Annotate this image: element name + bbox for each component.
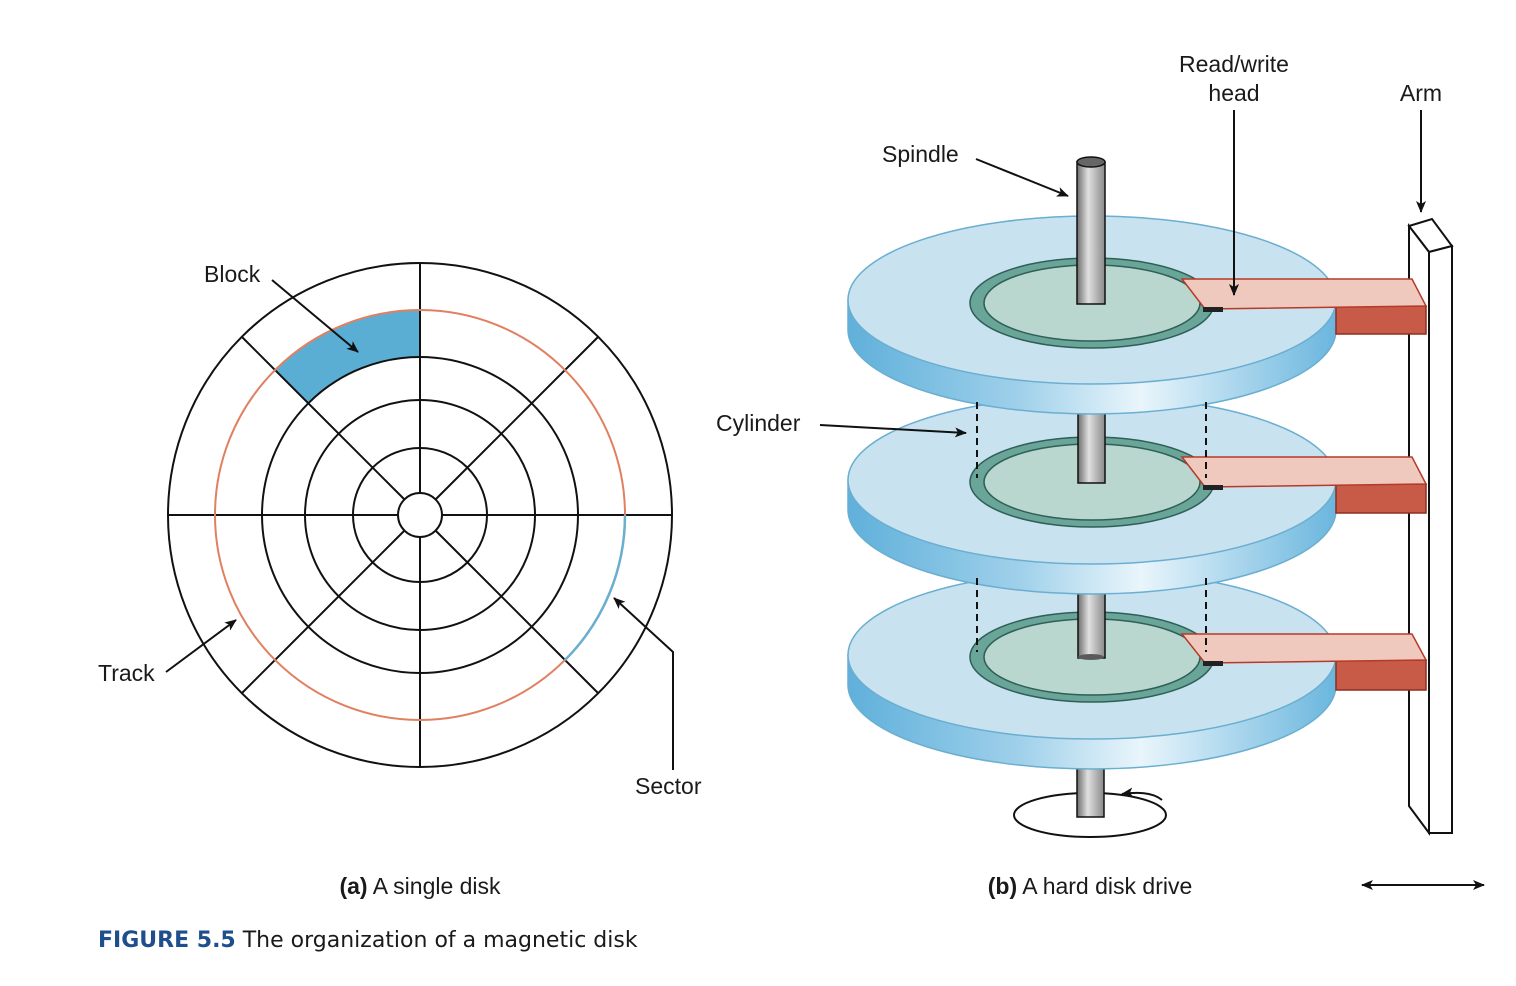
sector-arrow: [613, 597, 674, 770]
caption-b-tag: (b): [988, 873, 1017, 899]
platter-2: [847, 395, 1337, 595]
cylinder-arrow: [819, 424, 967, 438]
read-write-head-label-line2: head: [1208, 80, 1259, 106]
sector-dividers: [168, 263, 672, 767]
caption-b-text: A hard disk drive: [1017, 873, 1192, 899]
read-write-head-1: [1180, 278, 1428, 335]
read-write-head-2: [1180, 456, 1428, 514]
rotation-arrow: [1121, 787, 1163, 801]
figure-title: The organization of a magnetic disk: [236, 928, 638, 953]
figure-number: FIGURE 5.5: [98, 928, 236, 953]
sector-label: Sector: [635, 773, 702, 799]
cylinder-lines: [976, 402, 1207, 652]
cylinder-label: Cylinder: [716, 410, 801, 436]
block-label: Block: [204, 261, 261, 287]
arm-label: Arm: [1400, 80, 1442, 106]
hard-disk-drive-diagram: Spindle Read/write head Arm Cylinder: [716, 51, 1485, 890]
track-arrow: [165, 619, 237, 673]
caption-b: (b) A hard disk drive: [988, 873, 1193, 899]
spindle-top: [1076, 156, 1106, 305]
caption-a-tag: (a): [339, 873, 367, 899]
platter-3: [847, 570, 1337, 770]
figure-caption: FIGURE 5.5 The organization of a magneti…: [98, 928, 638, 953]
read-write-head-label-line1: Read/write: [1179, 51, 1289, 77]
sector-arc: [564, 514, 627, 661]
block-arrow: [271, 279, 359, 353]
caption-a-text: A single disk: [368, 873, 501, 899]
read-write-head-3: [1180, 633, 1428, 691]
block-highlight: [275, 309, 420, 403]
center-hole: [397, 492, 443, 538]
caption-a: (a) A single disk: [339, 873, 501, 899]
spindle-label: Spindle: [882, 141, 959, 167]
single-disk-diagram: Block Track Sector: [98, 261, 702, 799]
track-label: Track: [98, 660, 155, 686]
spindle-arrow: [975, 158, 1069, 197]
